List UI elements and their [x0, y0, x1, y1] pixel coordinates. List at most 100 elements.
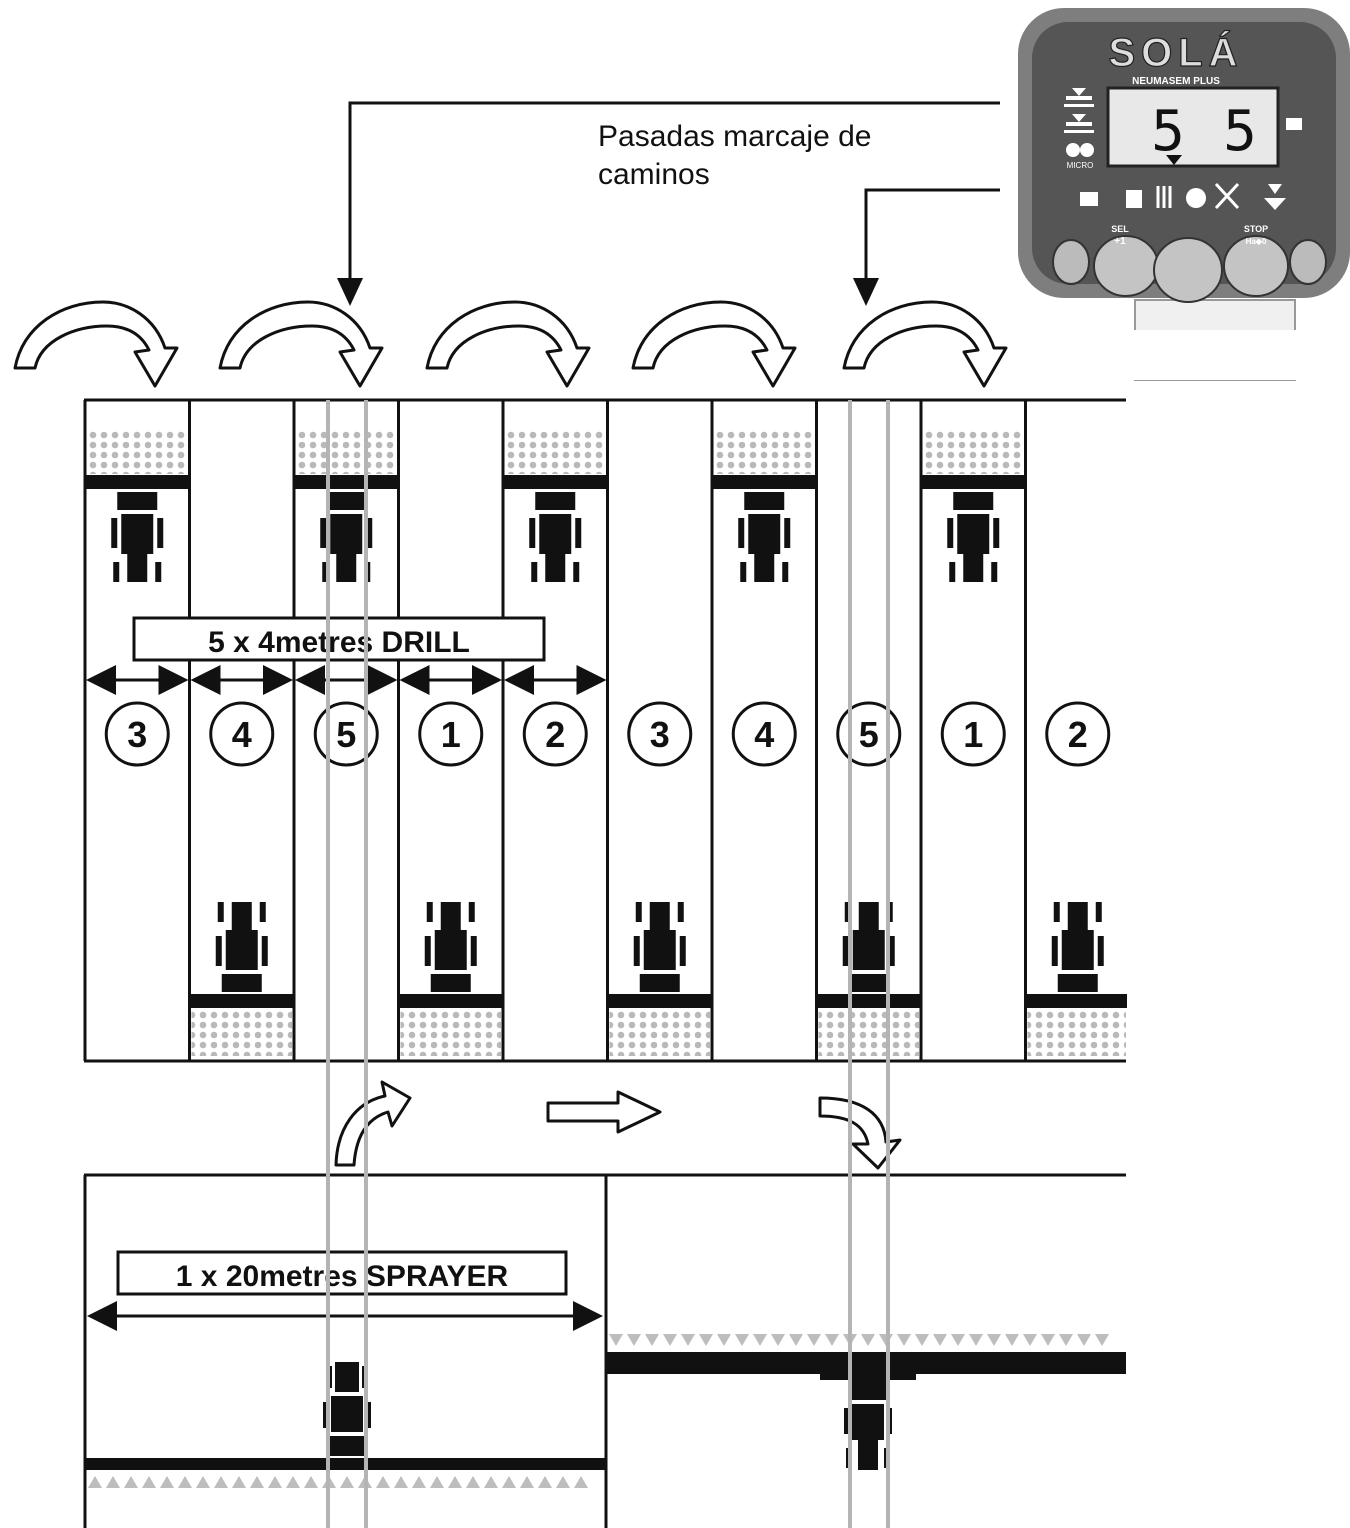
- spray-nozzle: [825, 1334, 839, 1346]
- spray-nozzle: [1095, 1334, 1109, 1346]
- straight-right-arrow: [546, 1090, 662, 1134]
- seed-pattern: [714, 430, 815, 474]
- leader-line-right: [864, 188, 1000, 280]
- seed-rate-icon: [1064, 88, 1094, 107]
- tractor-icon: [424, 902, 477, 992]
- tractor-icon: [1051, 902, 1104, 992]
- drill-bar: [608, 994, 711, 1008]
- sel-label: SEL: [1111, 224, 1129, 234]
- drill-bar: [190, 994, 293, 1008]
- spray-nozzle: [663, 1334, 677, 1346]
- control-unit: SOLÁ NEUMASEM PLUS 5 5 MICRO SEL: [1018, 8, 1350, 381]
- pass-number: 1: [441, 714, 461, 755]
- curve-up-right-arrow: [334, 1080, 412, 1167]
- sprayer-boom-left: [86, 1458, 606, 1470]
- seed-shaft-icon: [1186, 188, 1206, 208]
- sel-plus-label: +1: [1114, 236, 1126, 247]
- spray-nozzle: [1005, 1334, 1019, 1346]
- sprayer-boom-right: [607, 1352, 1126, 1374]
- left-small-button: [1052, 239, 1090, 285]
- pass-number-circle: [731, 701, 797, 767]
- spray-nozzle: [88, 1476, 102, 1488]
- spray-nozzle: [178, 1476, 192, 1488]
- seed-pattern: [400, 1010, 501, 1056]
- tractor-icon: [529, 492, 582, 582]
- spray-nozzle: [807, 1334, 821, 1346]
- spray-nozzle: [232, 1476, 246, 1488]
- spray-nozzle: [484, 1476, 498, 1488]
- left-indicator-icons: [1064, 88, 1094, 157]
- curve-down-right-arrow: [818, 1096, 902, 1170]
- drill-bar: [86, 475, 189, 489]
- stop-button: [1223, 235, 1289, 297]
- spray-nozzle: [1023, 1334, 1037, 1346]
- drill-bar: [295, 475, 398, 489]
- pass-number: 3: [650, 714, 670, 755]
- turn-arrow: [218, 300, 384, 388]
- drill-bar: [817, 994, 920, 1008]
- spray-nozzle: [304, 1476, 318, 1488]
- spray-nozzle: [196, 1476, 210, 1488]
- spray-nozzle: [106, 1476, 120, 1488]
- spray-nozzle: [951, 1334, 965, 1346]
- stop-label: STOP: [1244, 224, 1268, 234]
- pass-number: 2: [1068, 714, 1088, 755]
- spray-nozzle: [538, 1476, 552, 1488]
- drill-bar: [922, 475, 1025, 489]
- spray-nozzle: [160, 1476, 174, 1488]
- seed-pattern: [505, 430, 606, 474]
- spray-nozzle: [556, 1476, 570, 1488]
- tramline-tracks: [326, 400, 890, 1528]
- spray-nozzle: [771, 1334, 785, 1346]
- seed-pattern: [1027, 1010, 1126, 1056]
- pass-number: 5: [336, 714, 356, 755]
- spray-nozzle: [340, 1476, 354, 1488]
- callout-line-2: caminos: [598, 158, 710, 191]
- spray-nozzle: [286, 1476, 300, 1488]
- tramline-icon: [1156, 186, 1172, 208]
- spray-nozzle: [574, 1476, 588, 1488]
- sprayer-field: [83, 1173, 1126, 1528]
- spray-nozzle: [933, 1334, 947, 1346]
- spray-nozzle: [124, 1476, 138, 1488]
- seed-pattern: [87, 430, 188, 474]
- seed-pattern: [818, 1010, 919, 1056]
- turn-arrow: [631, 300, 797, 388]
- fan-icon-a: [1066, 143, 1080, 157]
- spray-nozzle: [142, 1476, 156, 1488]
- seed-pattern: [609, 1010, 710, 1056]
- pass-number-circle: [104, 701, 170, 767]
- pass-number-circle: [836, 701, 902, 767]
- drill-label-box: 5 x 4metres DRILL: [132, 616, 546, 662]
- sprayer-label-box: 1 x 20metres SPRAYER: [116, 1250, 568, 1296]
- function-icons: [1080, 182, 1286, 210]
- tramline-leader-lines: [348, 101, 1000, 280]
- drill-field: [83, 398, 1127, 1063]
- model-name: NEUMASEM PLUS: [1132, 76, 1220, 87]
- spray-nozzle: [897, 1334, 911, 1346]
- marker-icon: [1264, 184, 1286, 210]
- blocked-icon: [1214, 182, 1240, 210]
- tractor-icon: [111, 492, 164, 582]
- spray-nozzle: [699, 1334, 713, 1346]
- spray-nozzle: [627, 1334, 641, 1346]
- pass-number-circle: [940, 701, 1006, 767]
- pass-number: 4: [232, 714, 252, 755]
- drill-label: 5 x 4metres DRILL: [208, 626, 470, 659]
- leader-line-left: [348, 101, 1000, 280]
- spray-nozzle: [789, 1334, 803, 1346]
- sprayer-tractor-left: [323, 1362, 371, 1456]
- turn-arrow: [13, 300, 179, 388]
- spray-nozzle: [681, 1334, 695, 1346]
- right-small-button: [1289, 239, 1327, 285]
- pass-number: 3: [127, 714, 147, 755]
- drill-bar: [504, 475, 607, 489]
- spray-nozzle: [987, 1334, 1001, 1346]
- spray-nozzle: [969, 1334, 983, 1346]
- lcd-side-icon: [1286, 118, 1302, 130]
- hopper-icon: [1126, 190, 1142, 208]
- tractor-icon: [738, 492, 791, 582]
- pass-number: 5: [859, 714, 879, 755]
